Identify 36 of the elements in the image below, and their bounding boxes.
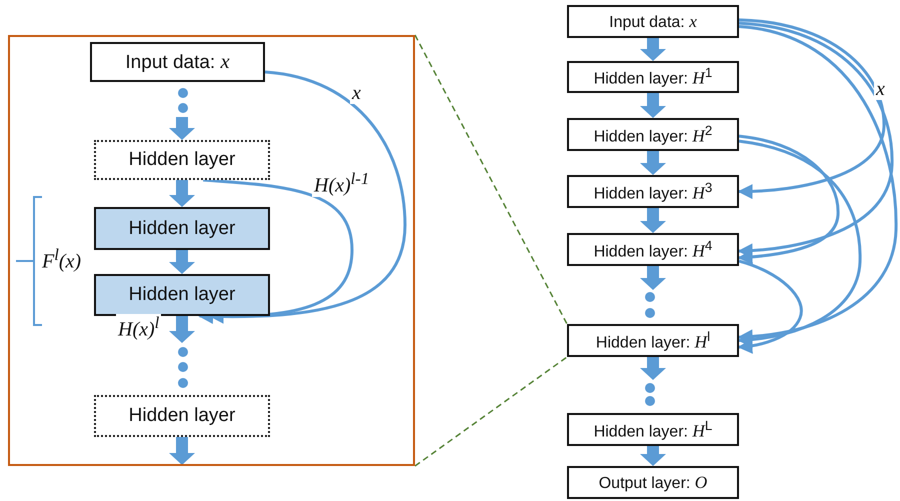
skip-connection-arrow — [738, 18, 886, 199]
block-arrow — [640, 266, 666, 290]
block-arrow — [169, 316, 195, 343]
skip-connection-arrow — [738, 140, 862, 347]
layer-box: Hidden layer: H$^{l}$ — [567, 324, 739, 357]
layer-box: Hidden layer — [94, 207, 270, 250]
skip-connection-arrow — [738, 134, 840, 264]
math-label: H(x)$^{l}$ — [116, 314, 162, 341]
layer-box: Hidden layer — [94, 395, 270, 437]
zoom-line — [414, 356, 568, 467]
block-arrow — [640, 38, 666, 61]
block-arrow — [169, 180, 195, 207]
layer-box: Hidden layer: H$^{1}$ — [567, 61, 739, 93]
skip-connection-arrow — [203, 178, 354, 324]
block-arrow — [640, 93, 666, 118]
layer-box: Input data: x — [90, 42, 265, 82]
block-arrow — [169, 437, 195, 465]
layer-box: Hidden layer: H$^{L}$ — [567, 413, 739, 446]
zoom-line — [414, 34, 568, 324]
layer-box: Hidden layer: H$^{2}$ — [567, 118, 739, 151]
skip-connection-arrow — [738, 260, 803, 354]
layer-box: Hidden layer: H$^{4}$ — [567, 233, 739, 266]
block-arrow — [640, 151, 666, 175]
layer-box: Input data: x — [567, 5, 739, 38]
layer-box: Output layer: O — [567, 466, 739, 499]
block-arrow — [640, 208, 666, 233]
layer-box: Hidden layer — [94, 274, 270, 316]
block-arrow — [640, 357, 666, 380]
layer-box: Hidden layer: H$^{3}$ — [567, 175, 739, 208]
layer-box: Hidden layer — [94, 140, 270, 180]
block-arrow — [640, 446, 666, 466]
zoom-frame — [8, 35, 415, 466]
block-arrow — [169, 250, 195, 274]
skip-connection-arrow — [198, 70, 406, 324]
block-arrow — [169, 117, 195, 140]
math-label: F$^{l}$(x) — [40, 246, 84, 273]
